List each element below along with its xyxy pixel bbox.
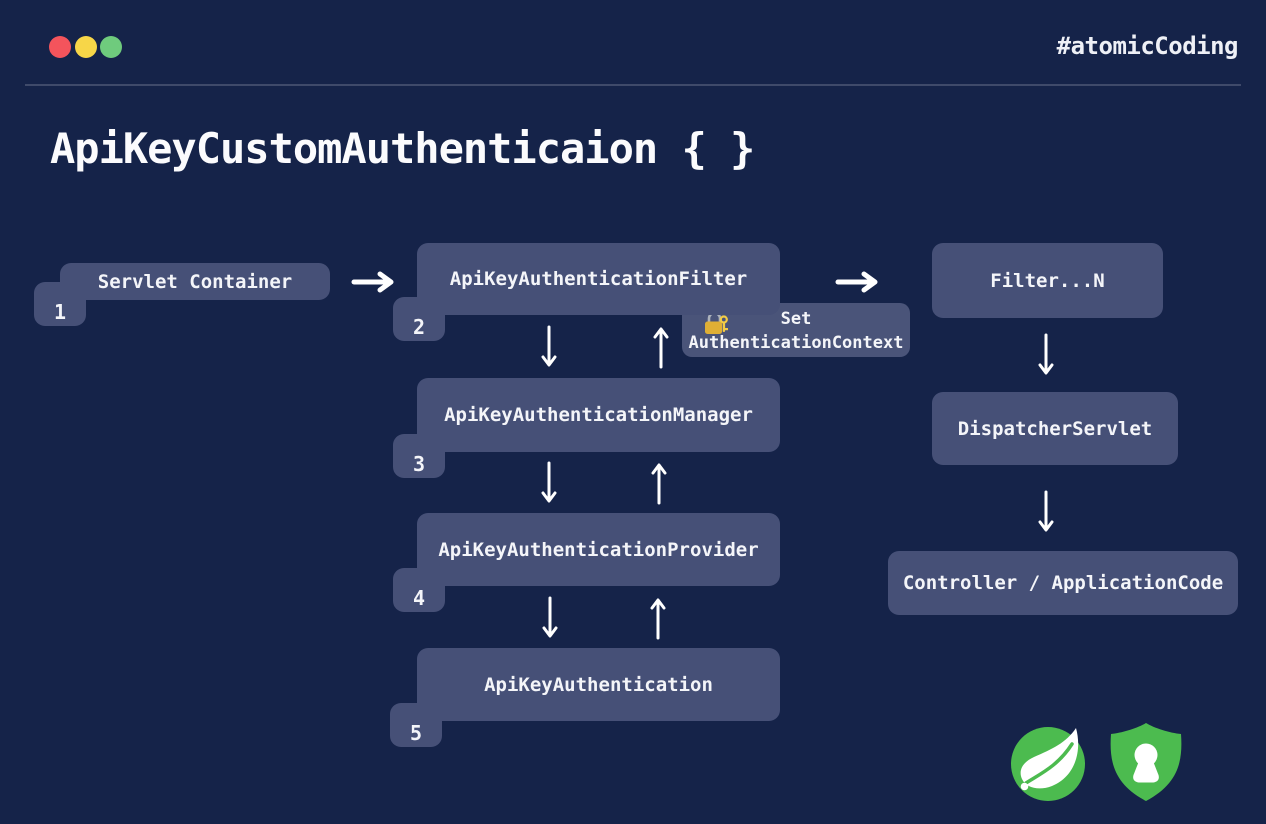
node-apikey-authentication-filter: ApiKeyAuthenticationFilter <box>417 243 780 315</box>
context-label-line1: Set <box>780 309 812 329</box>
page-title: ApiKeyCustomAuthenticaion { } <box>50 124 755 173</box>
arrow-up-icon <box>652 324 670 374</box>
node-apikey-authentication-manager: ApiKeyAuthenticationManager <box>417 378 780 452</box>
arrow-right-icon <box>835 271 881 297</box>
window-minimize-dot <box>75 36 97 58</box>
node-apikey-authentication-provider: ApiKeyAuthenticationProvider <box>417 513 780 586</box>
arrow-down-icon <box>1037 332 1055 382</box>
node-controller-application-code: Controller / ApplicationCode <box>888 551 1238 615</box>
node-label: ApiKeyAuthenticationManager <box>444 404 753 426</box>
step-badge-5: 5 <box>390 703 442 747</box>
node-label: Servlet Container <box>97 270 293 293</box>
spring-security-shield-logo <box>1102 720 1190 808</box>
node-label: Controller / ApplicationCode <box>902 572 1224 594</box>
window-maximize-dot <box>100 36 122 58</box>
arrow-down-icon <box>540 460 558 510</box>
header-divider <box>25 84 1241 86</box>
arrow-right-icon <box>351 271 397 297</box>
node-dispatcher-servlet: DispatcherServlet <box>932 392 1178 465</box>
arrow-up-icon <box>650 460 668 510</box>
node-servlet-container: Servlet Container <box>60 263 330 300</box>
node-apikey-authentication: ApiKeyAuthentication <box>417 648 780 721</box>
node-label: Filter...N <box>990 269 1105 292</box>
arrow-up-icon <box>649 595 667 645</box>
spring-leaf-logo <box>1010 722 1088 806</box>
window-close-dot <box>49 36 71 58</box>
arrow-down-icon <box>541 595 559 645</box>
step-badge-3: 3 <box>393 434 445 478</box>
arrow-down-icon <box>1037 489 1055 539</box>
node-label: ApiKeyAuthentication <box>484 673 713 696</box>
brand-hashtag: #atomicCoding <box>1056 32 1239 60</box>
arrow-down-icon <box>540 324 558 374</box>
node-label: ApiKeyAuthenticationProvider <box>438 538 759 561</box>
node-label: ApiKeyAuthenticationFilter <box>449 268 748 290</box>
node-filter-n: Filter...N <box>932 243 1163 318</box>
context-label-line2: AuthenticationContext <box>688 333 904 353</box>
node-label: DispatcherServlet <box>957 417 1153 440</box>
